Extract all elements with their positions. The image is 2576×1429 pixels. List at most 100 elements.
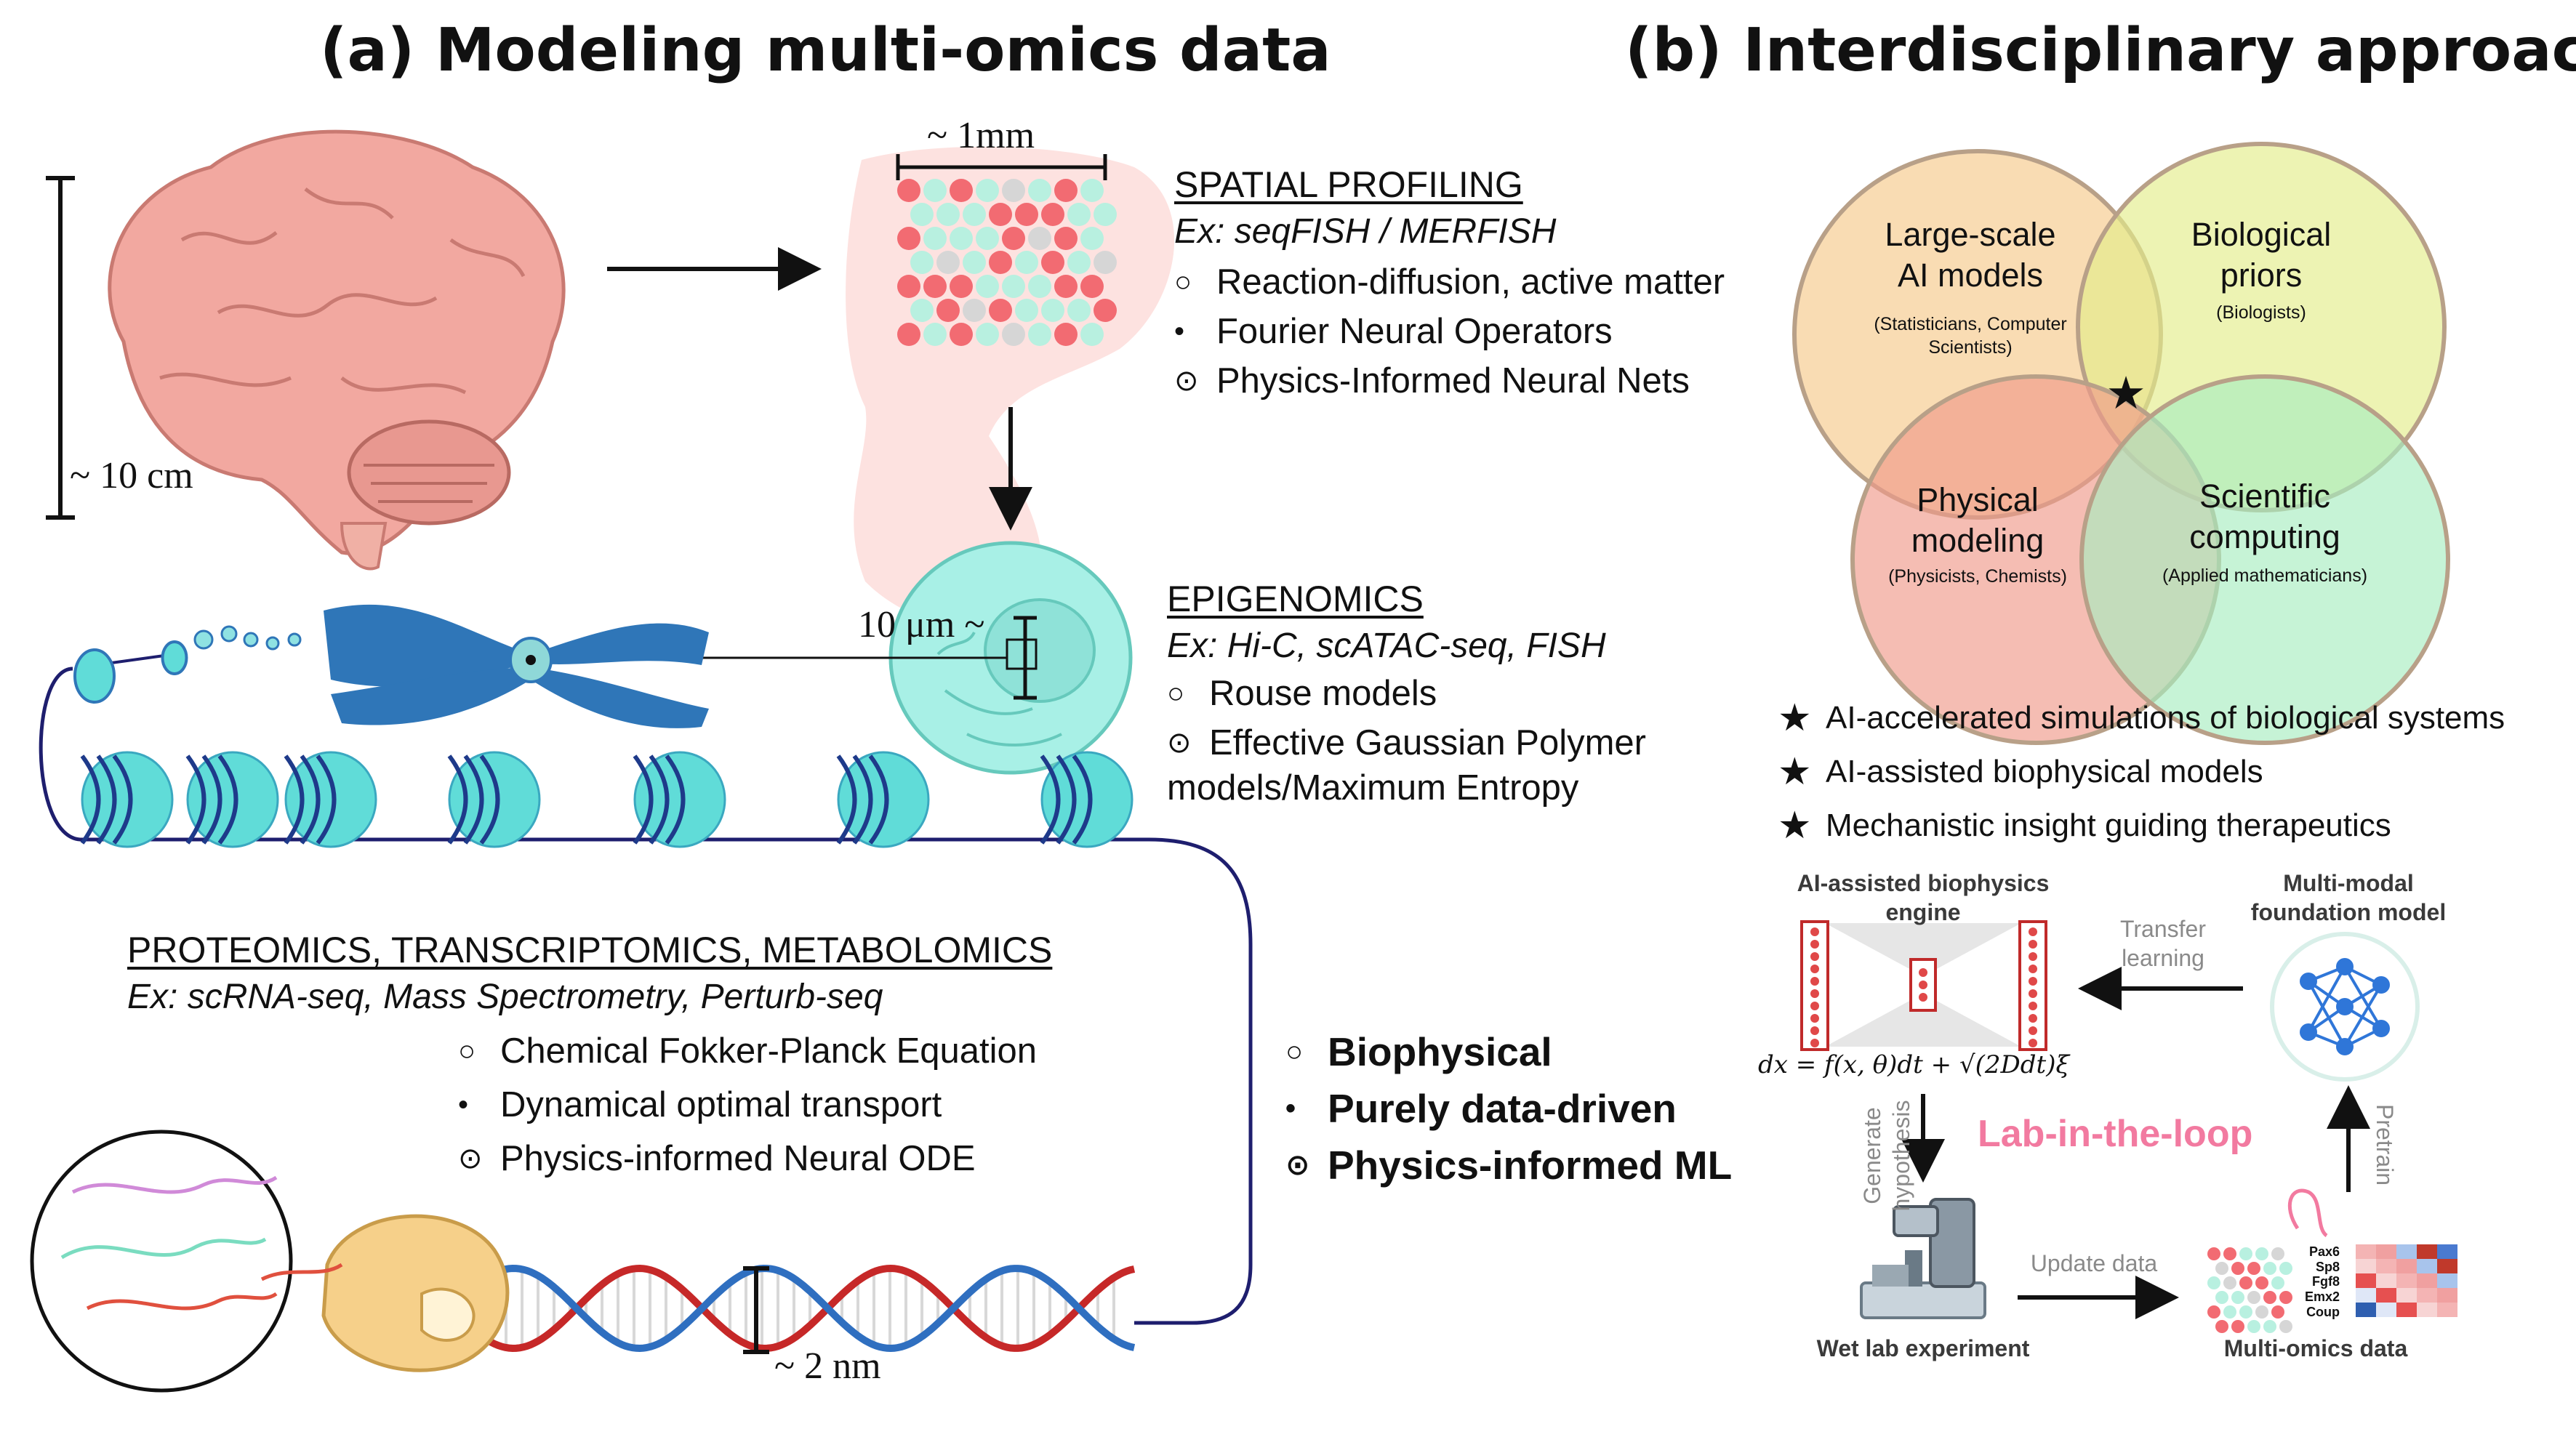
omics-dot	[2263, 1291, 2276, 1304]
heatmap-cell	[2417, 1244, 2437, 1259]
engine-node	[1810, 1026, 1819, 1035]
heatmap-cell	[2396, 1273, 2417, 1288]
engine-node	[2029, 989, 2037, 998]
spatial-dot	[950, 323, 973, 346]
spatial-dot	[936, 251, 960, 274]
engine-node	[2029, 940, 2037, 949]
legend-biophysical: ○Biophysical	[1285, 1029, 1552, 1074]
omics-dot	[2215, 1291, 2228, 1304]
dna-wrap	[1040, 754, 1061, 845]
spatial-dot	[963, 299, 986, 322]
star-icon: ★	[1778, 805, 1812, 847]
omics-dot	[2239, 1305, 2252, 1319]
omics-dot	[2231, 1262, 2244, 1275]
star-list: ★AI-accelerated simulations of biologica…	[1778, 696, 2505, 848]
star-icon: ★	[1778, 697, 1812, 739]
tissue-scale-bar	[896, 154, 1107, 180]
venn-ai-models-label: Large-scale AI models	[1885, 216, 2056, 294]
dna-scale-label: ~ 2 nm	[774, 1345, 881, 1387]
omics-dot	[2207, 1305, 2220, 1319]
engine-title: AI-assisted biophysics engine	[1797, 870, 2050, 925]
nucleosome	[448, 751, 541, 848]
omics-dot	[2207, 1276, 2220, 1289]
filled-dot-icon: •	[1285, 1092, 1296, 1124]
omics-dot	[2271, 1305, 2284, 1319]
omics-dot	[2239, 1247, 2252, 1260]
heatmap-cell	[2356, 1259, 2376, 1273]
helix-strand-red	[448, 1264, 1136, 1353]
spatial-dot	[1094, 251, 1117, 274]
heatmap-cell	[2437, 1259, 2457, 1273]
omics-dot	[2271, 1247, 2284, 1260]
spatial-dot	[1067, 299, 1091, 322]
brain-mini-icon	[2287, 1188, 2328, 1238]
brain-illustration	[108, 129, 566, 571]
omics-dot	[2231, 1320, 2244, 1333]
cell-illustration	[888, 541, 1133, 775]
multiomics-label: Multi-omics data	[2223, 1335, 2408, 1361]
dna-wrap	[479, 754, 500, 845]
engine-node	[1810, 1002, 1819, 1010]
filled-dot-icon: •	[1174, 315, 1185, 347]
dna-wrap	[96, 754, 117, 845]
heatmap-cell	[2396, 1303, 2417, 1317]
transfer-learning-label: Transfer learning	[2120, 916, 2206, 971]
dna-wrap	[284, 754, 305, 845]
engine-node	[2029, 1002, 2037, 1010]
spatial-dot	[989, 203, 1012, 226]
engine-node	[1810, 940, 1819, 949]
spatial-dot	[936, 203, 960, 226]
helix-strand-blue	[448, 1264, 1136, 1353]
spatial-example: Ex: seqFISH / MERFISH	[1174, 212, 1557, 251]
engine-node	[1919, 981, 1927, 989]
multiomics-dots	[2207, 1247, 2292, 1333]
proteomics-section: PROTEOMICS, TRANSCRIPTOMICS, METABOLOMIC…	[127, 929, 1052, 1017]
brain-scale-bar	[46, 176, 75, 520]
heatmap-cell	[2376, 1259, 2396, 1273]
omics-dot	[2223, 1276, 2236, 1289]
engine-node	[1810, 989, 1819, 998]
engine-node	[2029, 965, 2037, 973]
star-item-therapeutics: ★Mechanistic insight guiding therapeutic…	[1778, 805, 2391, 847]
spatial-dot	[1054, 275, 1078, 298]
omics-dot	[2255, 1276, 2268, 1289]
heatmap-cell	[2417, 1303, 2437, 1317]
spatial-dot	[950, 275, 973, 298]
spatial-dot	[976, 275, 999, 298]
spatial-dot	[1080, 179, 1104, 202]
omics-dot	[2279, 1291, 2292, 1304]
engine-node	[1810, 1039, 1819, 1047]
spatial-dot	[1054, 227, 1078, 250]
epigenomics-item-gaussian-cont: models/Maximum Entropy	[1167, 768, 1579, 808]
dna-strand	[39, 667, 1253, 1325]
venn-scientific-computing-sub: (Applied mathematicians)	[2162, 565, 2368, 586]
open-circle-icon: ○	[458, 1034, 476, 1067]
spatial-item-physics-ml: ⊙Physics-Informed Neural Nets	[1174, 361, 1690, 400]
spatial-dot	[1015, 203, 1038, 226]
venn-physical-modeling-sub: (Physicists, Chemists)	[1888, 565, 2067, 587]
engine-node	[1810, 977, 1819, 986]
spatial-dot	[1002, 227, 1025, 250]
gene-labels: Pax6 Sp8 Fgf8 Emx2 Coup	[2305, 1244, 2340, 1319]
dotted-circle-icon: ⊙	[458, 1143, 483, 1175]
heatmap-cell	[2356, 1288, 2376, 1303]
spatial-dot	[897, 227, 920, 250]
omics-dot	[2215, 1262, 2228, 1275]
spatial-dot	[1028, 227, 1051, 250]
dna-wrap	[300, 754, 321, 845]
venn-scientific-computing: Scientific computing (Applied mathematic…	[2123, 476, 2407, 587]
spatial-dot	[923, 227, 947, 250]
engine-node	[2029, 927, 2037, 936]
epigenomics-heading: EPIGENOMICS	[1167, 579, 1424, 619]
dna-wrap	[112, 754, 133, 845]
spatial-dot	[1002, 275, 1025, 298]
venn-biological-priors-sub: (Biologists)	[2216, 302, 2306, 323]
epigenomics-section: EPIGENOMICS Ex: Hi-C, scATAC-seq, FISH ○…	[1167, 578, 1646, 808]
chromatin-fibre	[193, 625, 302, 651]
spatial-dot	[950, 227, 973, 250]
spatial-dot	[897, 179, 920, 202]
sde-equation: dx = f(x, θ)dt + √(2Ddt)ξ	[1758, 1050, 2070, 1079]
spatial-dot	[963, 251, 986, 274]
dotted-circle-icon: ⊙	[1285, 1149, 1310, 1181]
spatial-dot	[1080, 227, 1104, 250]
